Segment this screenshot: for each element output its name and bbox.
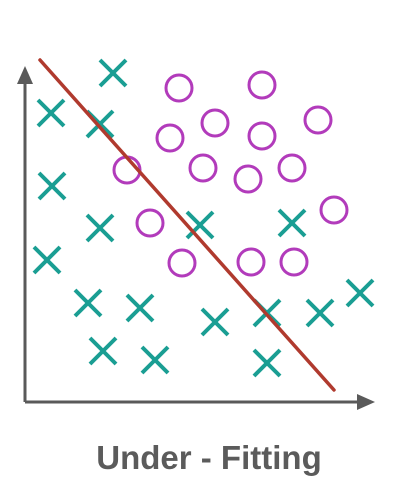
cross-point — [305, 298, 335, 328]
boundary-layer — [38, 58, 336, 392]
cross-point — [125, 293, 155, 323]
cross-point — [88, 336, 118, 366]
x-axis-arrowhead — [357, 394, 375, 410]
cross-point — [32, 245, 62, 275]
data-points — [32, 58, 375, 378]
cross-point — [98, 58, 128, 88]
circle-point — [247, 70, 277, 100]
caption-title: Under - Fitting — [96, 439, 322, 476]
circle-point — [279, 247, 309, 277]
circle-point — [135, 208, 165, 238]
circle-point — [303, 105, 333, 135]
circle-point — [167, 248, 197, 278]
circle-point — [236, 247, 266, 277]
y-axis-arrowhead — [17, 66, 33, 84]
circle-point — [155, 123, 185, 153]
axes — [17, 66, 375, 410]
cross-point — [73, 288, 103, 318]
cross-point — [85, 213, 115, 243]
cross-point — [140, 345, 170, 375]
circle-point — [319, 195, 349, 225]
cross-point — [345, 278, 375, 308]
decision-boundary-line — [38, 58, 336, 392]
circle-point — [188, 153, 218, 183]
circle-point — [247, 121, 277, 151]
cross-point — [252, 348, 282, 378]
cross-point — [185, 210, 215, 240]
cross-point — [36, 98, 66, 128]
circle-point — [277, 153, 307, 183]
cross-point — [277, 208, 307, 238]
cross-point — [37, 171, 67, 201]
cross-point — [200, 307, 230, 337]
circle-point — [200, 108, 230, 138]
circle-point — [233, 164, 263, 194]
circle-point — [164, 73, 194, 103]
